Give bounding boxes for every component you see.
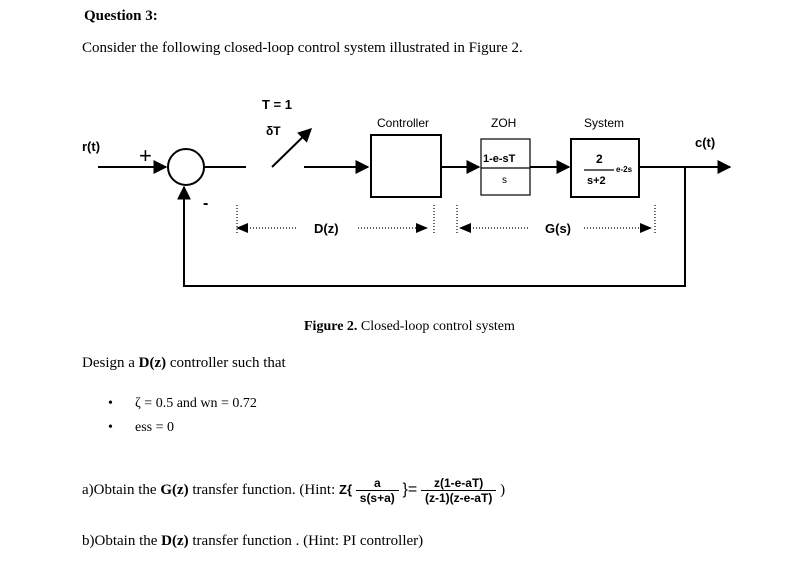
- part-b: b)Obtain the D(z) transfer function . (H…: [82, 533, 423, 550]
- input-label: r(t): [82, 139, 100, 154]
- part-b-text: b)Obtain the: [82, 533, 158, 549]
- dz-label: D(z): [314, 221, 339, 236]
- part-b-text2: transfer function . (Hint: PI controller…: [192, 533, 424, 549]
- controller-label: Controller: [377, 116, 429, 130]
- rhs-numerator: z(1-e-aT): [433, 476, 484, 490]
- spec-list: ζ = 0.5 and wn = 0.72 ess = 0: [108, 394, 257, 442]
- figure-caption: Figure 2. Closed-loop control system: [304, 319, 515, 335]
- z-close: }=: [402, 480, 418, 498]
- caption-text: Closed-loop control system: [360, 319, 515, 334]
- rhs-denominator: (z-1)(z-e-aT): [420, 490, 497, 505]
- system-label: System: [584, 116, 624, 130]
- design-lead: Design a: [82, 355, 135, 371]
- design-trail: controller such that: [169, 355, 286, 371]
- zoh-block: [480, 138, 531, 196]
- plus-sign: +: [139, 143, 152, 168]
- output-label: c(t): [695, 135, 715, 150]
- summing-junction: [167, 148, 205, 186]
- part-a-gz: G(z): [160, 481, 189, 498]
- question-intro: Consider the following closed-loop contr…: [82, 40, 523, 56]
- gs-label: G(s): [545, 221, 571, 236]
- sampler-symbol: δT: [266, 124, 281, 138]
- part-a-close: ): [500, 481, 506, 498]
- z-operator: Z{: [339, 481, 353, 497]
- hint-numerator: a: [373, 476, 381, 490]
- feedback-path: [177, 167, 686, 287]
- caption-number: Figure 2.: [304, 319, 358, 334]
- zoh-numerator: 1-e-sT: [483, 153, 516, 165]
- hint-fraction: a s(s+a): [355, 476, 399, 505]
- part-a-text2: transfer function. (Hint:: [192, 481, 336, 498]
- zoh-label: ZOH: [491, 116, 516, 130]
- sampler-switch: [271, 128, 313, 168]
- design-line: Design a D(z) controller such that: [82, 355, 286, 372]
- spec-steady-state-error: ess = 0: [108, 418, 257, 442]
- part-a: a)Obtain the G(z) transfer function. (Hi…: [82, 476, 505, 505]
- sampler-period: T = 1: [262, 97, 292, 112]
- rhs-fraction: z(1-e-aT) (z-1)(z-e-aT): [420, 476, 497, 505]
- question-title: Question 3:: [84, 8, 158, 24]
- spec-damping-frequency: ζ = 0.5 and wn = 0.72: [108, 394, 257, 418]
- hint-denominator: s(s+a): [355, 490, 399, 505]
- system-denominator: s+2: [587, 175, 606, 187]
- minus-sign: -: [203, 195, 208, 212]
- design-dz: D(z): [138, 355, 167, 371]
- block-diagram: r(t) + - T = 1 δT Controller ZOH 1-e-sT …: [82, 97, 732, 287]
- controller-block: [370, 134, 442, 198]
- part-a-text: a)Obtain the: [82, 481, 157, 498]
- system-numerator: 2: [596, 152, 603, 166]
- part-b-dz: D(z): [161, 533, 189, 549]
- zoh-denominator: s: [502, 175, 507, 186]
- system-delay: e-2s: [616, 165, 633, 174]
